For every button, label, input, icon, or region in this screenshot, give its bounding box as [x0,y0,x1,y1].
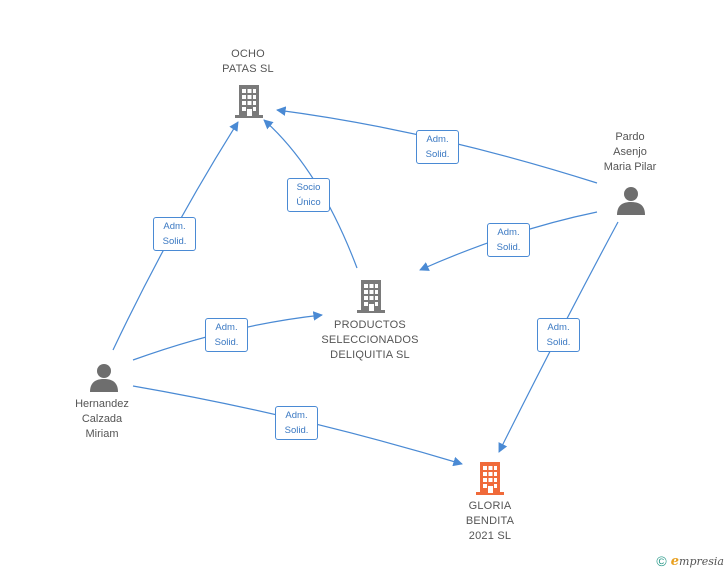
edge-label-pardo-productos[interactable]: Adm. Solid. [487,223,530,257]
edge-label-hernandez-productos[interactable]: Adm. Solid. [205,318,248,352]
node-label-hernandez-calzada: Hernandez Calzada Miriam [75,398,129,440]
edge-label-pardo-ocho[interactable]: Adm. Solid. [416,130,459,164]
node-label-gloria-bendita: GLORIA BENDITA 2021 SL [465,500,515,542]
node-label-pardo-asenjo: Pardo Asenjo Maria Pilar [603,131,657,173]
node-label-ocho-patas: OCHO PATAS SL [222,48,274,75]
edge-label-pardo-gloria[interactable]: Adm. Solid. [537,318,580,352]
node-label-productos-seleccionados: PRODUCTOS SELECCIONADOS DELIQUITIA SL [321,319,419,361]
person-icon[interactable] [616,185,646,215]
person-icon[interactable] [89,362,119,392]
building-icon[interactable] [474,460,506,496]
building-icon[interactable] [233,83,265,119]
edge-label-hernandez-gloria[interactable]: Adm. Solid. [275,406,318,440]
footer-brand: © empresia [656,553,724,569]
edge-label-hernandez-ocho[interactable]: Adm. Solid. [153,217,196,251]
edge-label-productos-ocho[interactable]: Socio Único [287,178,330,212]
building-icon[interactable] [355,278,387,314]
copyright-icon: © [656,553,667,569]
brand-logo[interactable]: empresia [670,553,724,569]
